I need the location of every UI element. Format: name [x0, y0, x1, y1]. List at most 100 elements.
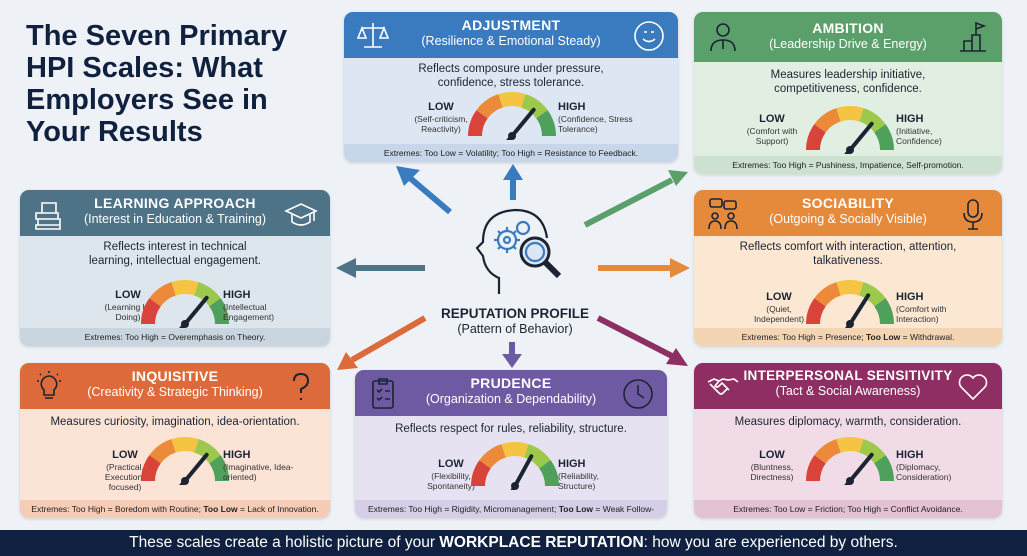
card-inquisitive: INQUISITIVE (Creativity & Strategic Thin… — [20, 363, 330, 518]
extremes-note: Extremes: Too High = Overemphasis on The… — [20, 328, 330, 346]
head-gears-magnifier-icon — [475, 208, 562, 294]
card-subtitle: (Leadership Drive & Energy) — [769, 37, 927, 51]
card-description: Reflects respect for rules, reliability,… — [395, 423, 627, 435]
gauge-hub — [181, 320, 189, 328]
gauge-segment — [814, 439, 841, 464]
card-description: Reflects interest in technical learning,… — [89, 241, 261, 267]
page-title: The Seven Primary HPI Scales: What Emplo… — [26, 20, 288, 148]
graduation-cap-icon — [284, 203, 318, 226]
arrowhead — [666, 348, 688, 366]
card-subtitle: (Resilience & Emotional Steady) — [421, 34, 601, 48]
high-label: HIGH(Diplomacy, Consideration) — [896, 449, 952, 482]
gauge-hub — [511, 482, 519, 490]
arrowhead — [503, 164, 523, 180]
low-label: LOW(Quiet, Independent) — [753, 291, 805, 324]
handshake-icon — [707, 378, 739, 395]
gauge-hub — [846, 320, 854, 328]
low-label: LOW(Comfort with Support) — [746, 113, 798, 146]
podium-flag-icon — [960, 21, 987, 52]
high-label: HIGH(Reliability, Structure) — [558, 458, 599, 491]
clock-icon — [623, 379, 653, 409]
gauge-segment — [814, 282, 841, 307]
high-label: HIGH(Intellectual Engagement) — [223, 289, 275, 322]
gauge — [806, 437, 894, 485]
gauge-segment — [141, 298, 161, 324]
extremes-note: Extremes: Too Low = Volatility; Too High… — [344, 144, 678, 162]
gauge-segment — [536, 110, 556, 136]
gauge — [141, 437, 229, 485]
gauge-segment — [836, 106, 864, 122]
card-interpersonal-sensitivity: INTERPERSONAL SENSITIVITY (Tact & Social… — [694, 363, 1002, 518]
gauge-segment — [141, 455, 161, 481]
card-header: AMBITION (Leadership Drive & Energy) — [694, 12, 1002, 62]
arrow-to-inquisitive — [350, 315, 427, 363]
gauge-segment — [468, 110, 488, 136]
gauge — [806, 106, 894, 154]
gauge-segment — [476, 94, 503, 119]
gauge-segment — [814, 108, 841, 133]
card-subtitle: (Tact & Social Awareness) — [775, 384, 921, 398]
extremes-note: Extremes: Too High = Boredom with Routin… — [20, 500, 330, 518]
businessperson-icon — [710, 23, 736, 52]
arrow-to-ambition — [583, 177, 674, 228]
arrowhead — [502, 354, 522, 368]
card-name: INTERPERSONAL SENSITIVITY — [743, 368, 953, 383]
low-label: LOW(Flexibility, Spontaneity) — [427, 458, 475, 491]
gauge-segment — [859, 282, 886, 307]
gauge-segment — [836, 280, 864, 296]
card-name: LEARNING APPROACH — [94, 195, 256, 211]
card-name: SOCIABILITY — [802, 195, 894, 211]
extremes-note: Extremes: Too High = Pushiness, Impatien… — [694, 156, 1002, 174]
gauge-segment — [539, 460, 559, 486]
card-subtitle: (Outgoing & Socially Visible) — [769, 212, 927, 226]
gauge-segment — [874, 124, 894, 150]
clipboard-checklist-icon — [372, 378, 394, 409]
card-description: Measures diplomacy, warmth, consideratio… — [734, 416, 962, 428]
card-subtitle: (Interest in Education & Training) — [83, 212, 267, 226]
card-description: Measures curiosity, imagination, idea-or… — [50, 416, 300, 428]
smiley-face-icon — [634, 21, 664, 51]
hub-title: REPUTATION PROFILE — [441, 306, 589, 321]
gauge-segment — [171, 437, 199, 453]
gauge-segment — [209, 298, 229, 324]
card-description: Reflects composure under pressure, confi… — [418, 63, 604, 89]
gauge-segment — [471, 460, 491, 486]
gauge-segment — [806, 124, 826, 150]
card-header: SOCIABILITY (Outgoing & Socially Visible… — [694, 190, 1002, 236]
gauge-segment — [806, 455, 826, 481]
gauge-segment — [806, 298, 826, 324]
arrowhead — [336, 258, 356, 278]
arrowhead — [337, 352, 358, 370]
low-label: LOW(Learning by Doing) — [104, 289, 152, 322]
scales-of-justice-icon — [356, 23, 390, 48]
arrowhead — [670, 258, 690, 278]
microphone-icon — [963, 199, 983, 230]
gauge — [806, 280, 894, 328]
card-header: LEARNING APPROACH (Interest in Education… — [20, 190, 330, 236]
footer-banner: These scales create a holistic picture o… — [0, 530, 1027, 556]
card-subtitle: (Organization & Dependability) — [425, 392, 597, 406]
card-header: ADJUSTMENT (Resilience & Emotional Stead… — [344, 12, 678, 58]
arrowhead — [396, 166, 420, 186]
arrow-to-adjustment — [408, 175, 452, 215]
card-name: INQUISITIVE — [131, 368, 219, 384]
card-name: ADJUSTMENT — [461, 17, 561, 33]
gauge-segment — [149, 439, 176, 464]
card-ambition: AMBITION (Leadership Drive & Energy) Mea… — [694, 12, 1002, 174]
card-sociability: SOCIABILITY (Outgoing & Socially Visible… — [694, 190, 1002, 346]
gauge-segment — [524, 444, 551, 469]
high-label: HIGH(Initiative, Confidence) — [896, 113, 942, 146]
gauge-segment — [194, 439, 221, 464]
gauge-hub — [846, 146, 854, 154]
question-mark-icon — [293, 372, 310, 400]
gauge-segment — [859, 439, 886, 464]
conversation-people-icon — [708, 198, 738, 230]
card-learning-approach: LEARNING APPROACH (Interest in Education… — [20, 190, 330, 346]
card-header: INQUISITIVE (Creativity & Strategic Thin… — [20, 363, 330, 409]
gauge-hub — [846, 477, 854, 485]
gauge-segment — [874, 455, 894, 481]
card-name: AMBITION — [812, 20, 884, 36]
low-label: LOW(Bluntness, Directness) — [750, 449, 794, 482]
extremes-note: Extremes: Too High = Presence; Too Low =… — [694, 328, 1002, 346]
gauge-segment — [498, 92, 526, 108]
